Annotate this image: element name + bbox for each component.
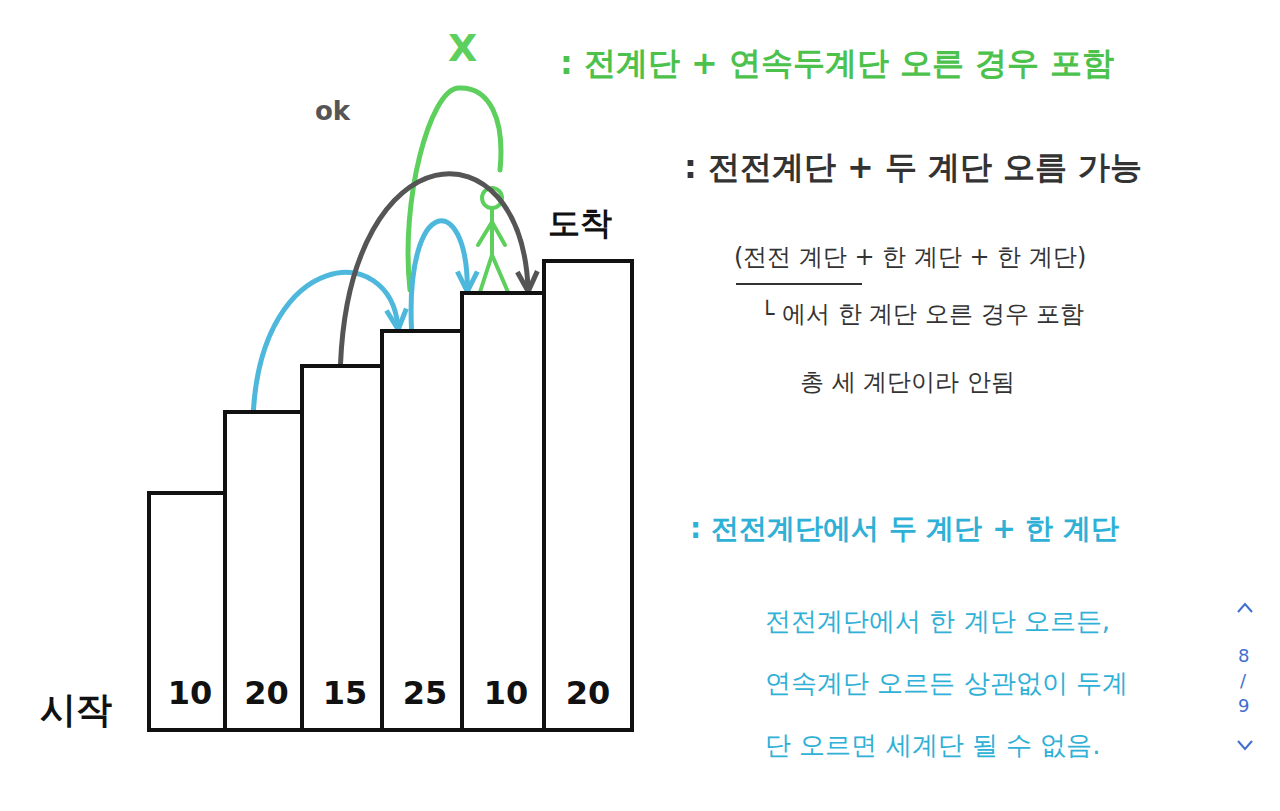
step-value: 15 bbox=[304, 674, 386, 712]
jump-arrow bbox=[411, 221, 467, 329]
blue-detail: 전전계단에서 한 계단 오르든, 연속계단 오르든 상관없이 두계단 오르면 세… bbox=[765, 590, 1137, 776]
gray-detail: (전전 계단 + 한 계단 + 한 계단) bbox=[734, 243, 1086, 272]
step-value: 10 bbox=[151, 674, 229, 712]
gray-note: : 전전계단 + 두 계단 오름 가능 bbox=[684, 148, 1142, 186]
start-label: 시작 bbox=[40, 688, 112, 731]
step-value: 10 bbox=[464, 674, 548, 712]
gray-detail: 총 세 계단이라 안됨 bbox=[800, 368, 1015, 397]
page-number: 8 bbox=[1238, 645, 1249, 667]
stair-step: 25 bbox=[380, 329, 470, 732]
stair-step: 20 bbox=[542, 259, 634, 732]
green-note: : 전계단 + 연속두계단 오른 경우 포함 bbox=[560, 44, 1114, 82]
stair-step: 10 bbox=[460, 291, 552, 732]
stair-step: 15 bbox=[300, 364, 390, 732]
goal-label: 도착 bbox=[548, 204, 612, 242]
page-number: / bbox=[1240, 670, 1246, 692]
stair-step: 20 bbox=[223, 410, 310, 732]
step-value: 20 bbox=[227, 674, 306, 712]
gray-detail: └ 에서 한 계단 오른 경우 포함 bbox=[760, 300, 1084, 329]
step-value: 25 bbox=[384, 674, 466, 712]
chevron-up bbox=[1238, 604, 1252, 612]
edge-label: ok bbox=[312, 96, 353, 127]
underline bbox=[736, 283, 862, 285]
chevron-down bbox=[1238, 741, 1252, 749]
wrong-mark: X bbox=[448, 26, 477, 72]
blue-note: : 전전계단에서 두 계단 + 한 계단 bbox=[690, 512, 1119, 546]
stair-step: 10 bbox=[147, 491, 233, 732]
step-value: 20 bbox=[546, 674, 630, 712]
page-number: 9 bbox=[1238, 695, 1249, 717]
